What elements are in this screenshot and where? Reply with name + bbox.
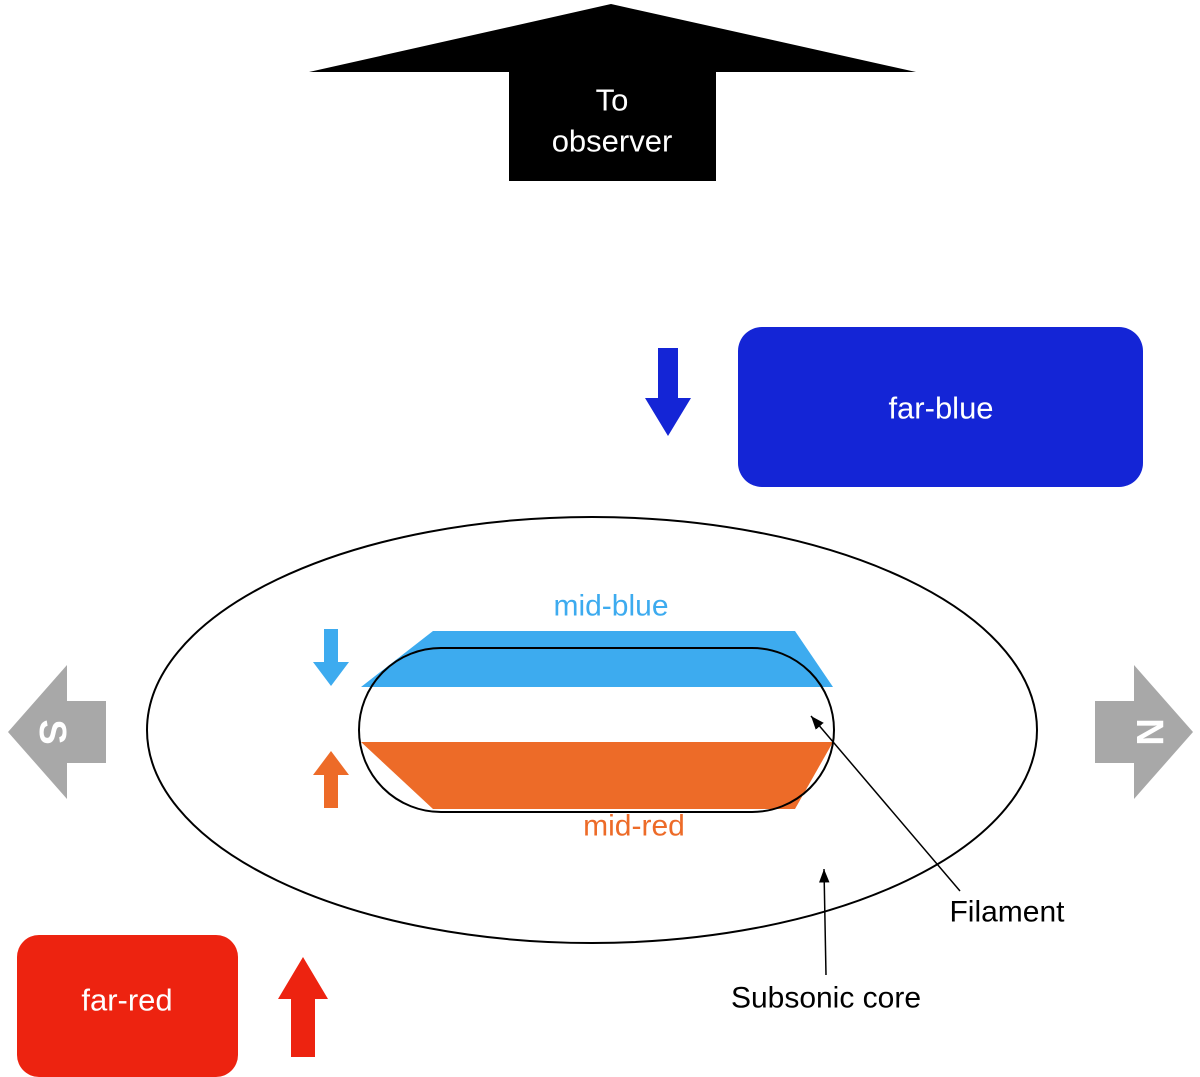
mid-red-band	[361, 742, 833, 809]
far-blue-arrow	[645, 348, 691, 436]
filament-outline	[358, 647, 835, 813]
north-label: N	[1128, 718, 1170, 745]
filament-label: Filament	[949, 896, 1065, 929]
mid-blue-arrow	[313, 629, 349, 686]
to-observer-label-line1: To	[596, 83, 629, 118]
subsonic-core-label: Subsonic core	[731, 982, 921, 1015]
mid-red-arrow	[313, 751, 349, 808]
far-red-arrow	[278, 957, 328, 1057]
mid-blue-band	[361, 631, 833, 687]
to-observer-label-line2: observer	[552, 124, 673, 159]
south-label: S	[31, 719, 73, 744]
far-red-box	[17, 935, 238, 1077]
subsonic-core-pointer	[819, 868, 830, 976]
to-observer-arrow	[309, 4, 916, 181]
subsonic-core-ellipse	[146, 516, 1038, 944]
mid-red-label: mid-red	[583, 810, 685, 843]
mid-blue-label: mid-blue	[553, 590, 668, 623]
filament-pointer	[810, 715, 961, 892]
north-arrow	[1095, 665, 1193, 799]
far-red-label: far-red	[81, 983, 172, 1018]
far-blue-label: far-blue	[888, 391, 993, 426]
far-blue-box	[738, 327, 1143, 487]
south-arrow	[8, 665, 106, 799]
